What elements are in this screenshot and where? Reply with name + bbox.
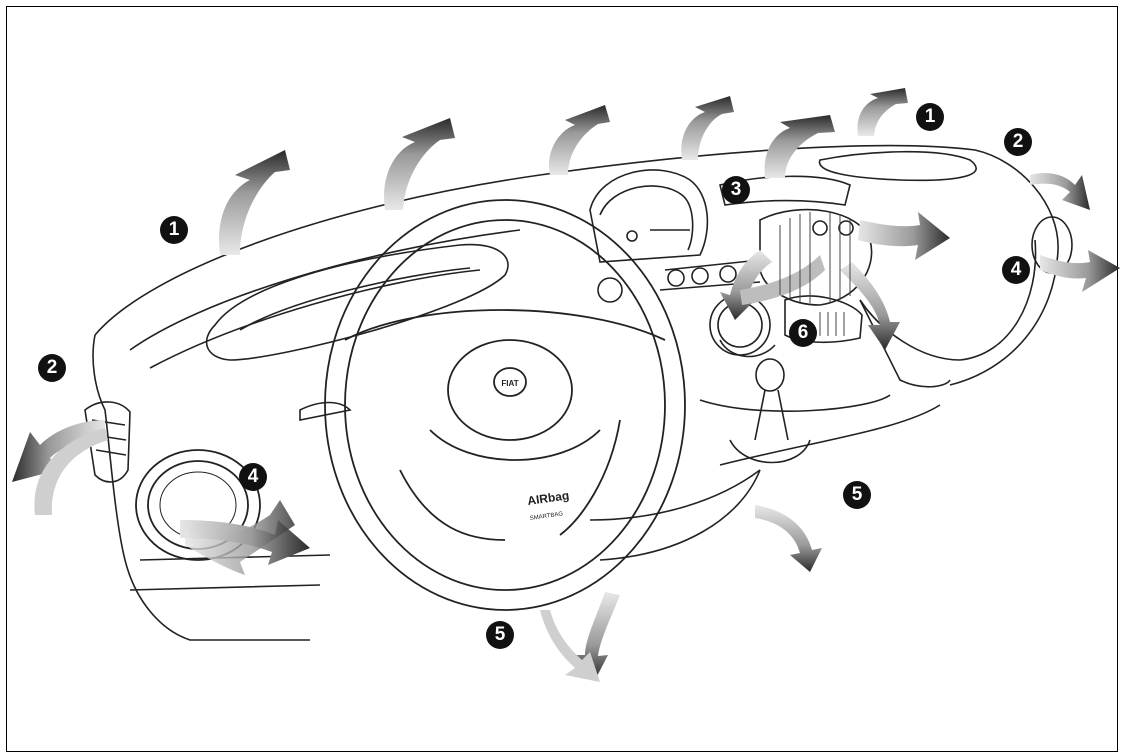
callout-6: 6 (789, 319, 817, 347)
airbag-label: AIRbag (526, 488, 570, 508)
steering-wheel (324, 199, 686, 611)
center-vent-grille (779, 212, 851, 336)
callout-4-left: 4 (239, 463, 267, 491)
airflow-arrows-floor (540, 505, 822, 682)
airflow-arrow (720, 250, 772, 320)
airflow-arrow (12, 420, 105, 482)
callout-4-right: 4 (1002, 256, 1030, 284)
airflow-arrow (740, 255, 825, 305)
airflow-arrow (540, 610, 600, 682)
airflow-arrow (681, 96, 734, 160)
airflow-arrow (858, 212, 950, 260)
airflow-arrow (764, 115, 835, 178)
callout-5-bottom: 5 (486, 621, 514, 649)
airbag-sublabel: SMARTBAG (529, 511, 563, 522)
airflow-arrow (219, 150, 290, 255)
callout-2-right: 2 (1004, 128, 1032, 156)
airflow-arrow (185, 500, 295, 575)
airflow-arrow (755, 505, 822, 572)
figure-frame (6, 6, 1118, 752)
airflow-arrow (34, 428, 108, 515)
callout-5-right: 5 (843, 481, 871, 509)
airflow-arrow (1030, 173, 1090, 210)
steering-badge: FIAT (501, 379, 518, 388)
airflow-arrow (857, 88, 908, 136)
airflow-arrow (384, 118, 455, 210)
callout-1-right: 1 (916, 103, 944, 131)
airflow-arrow (549, 105, 610, 175)
callout-1-left: 1 (160, 216, 188, 244)
callout-3: 3 (722, 176, 750, 204)
airflow-arrows-vents (180, 212, 1120, 575)
airflow-arrow (840, 262, 900, 350)
airflow-arrow (1040, 250, 1120, 292)
airflow-arrows-windshield (219, 88, 908, 255)
dashboard-body (92, 144, 1059, 641)
callout-2-left: 2 (38, 354, 66, 382)
airflow-arrows-side-windows (12, 173, 1090, 515)
